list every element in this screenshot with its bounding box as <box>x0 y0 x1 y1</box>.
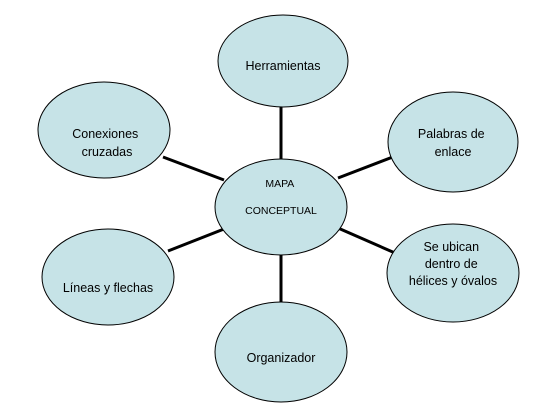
node-label-line: Líneas y flechas <box>63 281 153 295</box>
node-lineas-flechas: Líneas y flechas <box>41 228 175 326</box>
node-ellipse <box>217 14 349 108</box>
node-label: Se ubican dentro de hélices y óvalos <box>409 240 497 288</box>
center-node: MAPA CONCEPTUAL <box>214 158 348 256</box>
connector-palabras-enlace <box>337 153 399 180</box>
node-ellipse <box>41 228 175 326</box>
node-label: Herramientas <box>245 59 320 73</box>
node-conexiones-cruzadas: Conexiones cruzadas <box>37 81 171 179</box>
node-ellipse <box>37 81 171 179</box>
connectors <box>162 103 399 303</box>
center-ellipse <box>214 158 348 256</box>
node-label-line: dentro de <box>425 257 478 271</box>
node-ellipse <box>386 223 520 323</box>
node-label-line: Palabras de <box>418 127 485 141</box>
node-label: Líneas y flechas <box>63 281 153 295</box>
node-palabras-enlace: Palabras de enlace <box>387 91 519 193</box>
connector-conexiones-cruzadas <box>162 155 225 182</box>
node-label-line: hélices y óvalos <box>409 274 497 288</box>
connector-helices-ovalos <box>337 226 396 255</box>
node-helices-ovalos: Se ubican dentro de hélices y óvalos <box>386 223 520 323</box>
node-label-line: Conexiones <box>72 127 138 141</box>
connector-lineas-flechas <box>167 227 225 253</box>
node-ellipse <box>214 301 348 403</box>
node-ellipse <box>387 91 519 193</box>
node-label-line: Organizador <box>247 351 316 365</box>
center-label-line: MAPA <box>265 178 294 190</box>
node-label-line: cruzadas <box>82 145 133 159</box>
node-label-line: enlace <box>435 145 472 159</box>
node-herramientas: Herramientas <box>217 14 349 108</box>
node-label: Conexiones cruzadas <box>72 127 142 159</box>
node-label: Palabras de enlace <box>418 127 488 159</box>
center-label-line: CONCEPTUAL <box>245 205 317 217</box>
node-label: Organizador <box>247 351 316 365</box>
node-label-line: Herramientas <box>245 59 320 73</box>
center-label: MAPA CONCEPTUAL <box>245 178 317 217</box>
node-organizador: Organizador <box>214 301 348 403</box>
node-label-line: Se ubican <box>423 240 479 254</box>
